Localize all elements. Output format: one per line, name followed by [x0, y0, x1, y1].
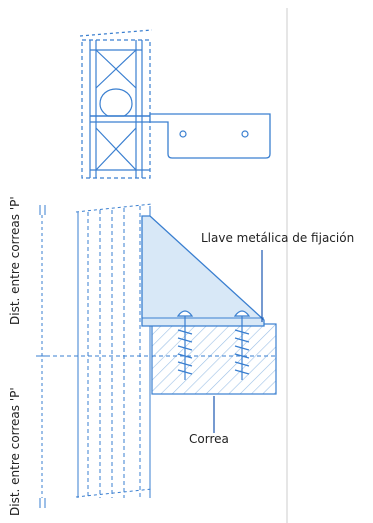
label-dist-bottom: Dist. entre correas 'P': [8, 387, 22, 516]
profile-section-detail: [79, 29, 271, 179]
label-dist-top: Dist. entre correas 'P': [8, 196, 22, 325]
panel-elevation: [46, 203, 153, 498]
purlin-beam: [151, 323, 277, 395]
screw-right: [233, 310, 251, 380]
label-llave-metalica: Llave metálica de fijación: [201, 231, 355, 245]
metal-clamp: [141, 215, 265, 327]
screw-left: [176, 310, 194, 380]
label-correa: Correa: [189, 432, 229, 446]
